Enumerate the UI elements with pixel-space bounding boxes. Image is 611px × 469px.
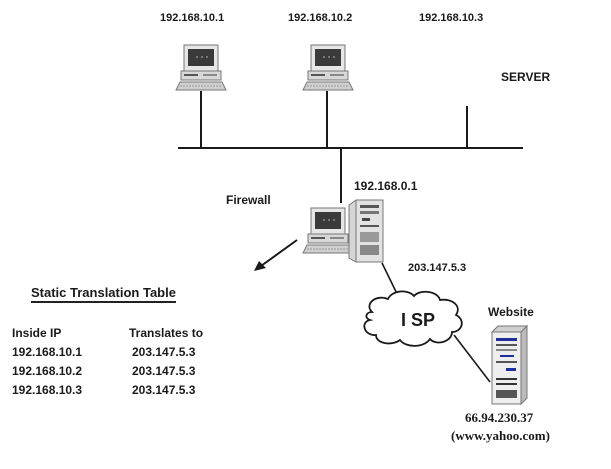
translated-ip-cell: 203.147.5.3 <box>132 382 196 397</box>
host-ip-label-2: 192.168.10.2 <box>288 12 353 24</box>
inside-ip-cell: 192.168.10.1 <box>12 344 83 359</box>
isp-cloud-icon <box>363 290 463 347</box>
table-header-row: Inside IP Translates to <box>12 323 232 342</box>
translated-ip-cell: 203.147.5.3 <box>132 363 196 378</box>
translation-table-title: Static Translation Table <box>31 285 176 303</box>
translation-table: Inside IP Translates to 192.168.10.1 203… <box>12 323 232 399</box>
firewall-icon <box>302 199 384 263</box>
header-inside-ip: Inside IP <box>12 325 62 340</box>
table-row: 192.168.10.2 203.147.5.3 <box>12 361 232 380</box>
inside-ip-cell: 192.168.10.2 <box>12 363 83 378</box>
website-hostname: (www.yahoo.com) <box>451 428 550 443</box>
web-server-icon <box>490 324 529 406</box>
host-ip-label-1: 192.168.10.1 <box>160 12 225 24</box>
server-label: SERVER <box>501 70 551 84</box>
internet-link <box>453 334 491 383</box>
workstation-2-icon <box>302 44 354 91</box>
isp-label: I SP <box>401 310 436 330</box>
firewall-inside-ip: 192.168.0.1 <box>354 179 418 193</box>
header-translates-to: Translates to <box>129 325 204 340</box>
arrow-icon <box>254 239 298 271</box>
inside-ip-cell: 192.168.10.3 <box>12 382 83 397</box>
table-row: 192.168.10.3 203.147.5.3 <box>12 380 232 399</box>
website-label: Website <box>488 305 534 319</box>
table-row: 192.168.10.1 203.147.5.3 <box>12 342 232 361</box>
firewall-label: Firewall <box>226 193 271 207</box>
firewall-outside-ip: 203.147.5.3 <box>408 262 467 274</box>
website-ip: 66.94.230.37 <box>465 410 534 425</box>
workstation-1-icon <box>175 44 227 91</box>
host-ip-label-3: 192.168.10.3 <box>419 12 484 24</box>
translated-ip-cell: 203.147.5.3 <box>132 344 196 359</box>
